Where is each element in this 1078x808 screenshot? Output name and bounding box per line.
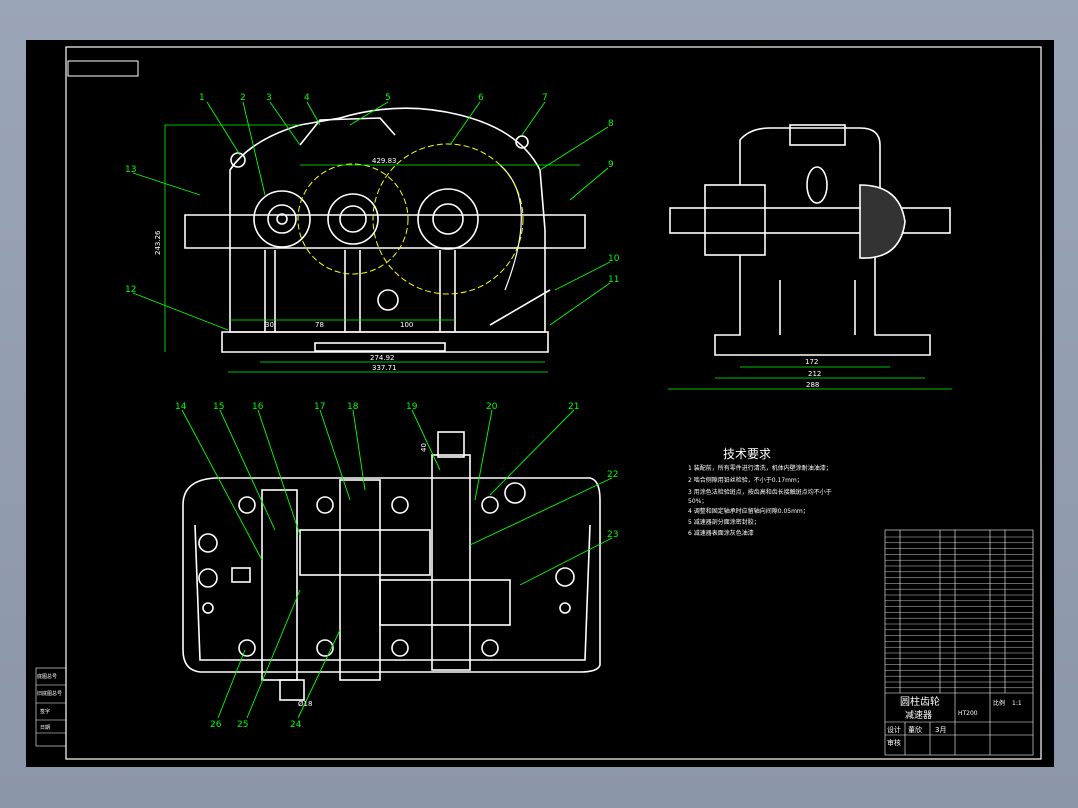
left-stamp-box	[35, 667, 67, 747]
dim-100: 100	[400, 321, 413, 329]
tech-line: 3 用涂色法检验斑点，按齿高和齿长接触斑点均不小于	[688, 488, 832, 496]
balloon-11: 11	[608, 275, 619, 285]
title-scale-label: 比例	[993, 699, 1005, 707]
tech-line: 4 调整和固定轴承时应留轴向间隙0.05mm；	[688, 507, 809, 515]
balloon-3: 3	[266, 93, 272, 103]
dim-212: 212	[808, 370, 821, 378]
stamp-label: 底图总号	[37, 673, 57, 680]
dim-243: 243.26	[154, 230, 162, 255]
title-name2: 减速器	[905, 709, 932, 721]
balloon-9: 9	[608, 160, 614, 170]
pitch-circles	[297, 143, 524, 295]
title-month: 3月	[935, 726, 946, 734]
stamp-label: 签字	[40, 708, 50, 715]
title-block: 圆柱齿轮 减速器 设计 董欣 3月 审核 比例 1:1 HT200	[887, 695, 1022, 747]
dim-30: 30	[265, 321, 274, 329]
balloon-20: 20	[486, 402, 498, 412]
dimension-texts: 429.83 243.26 30 78 100 274.92 337.71 17…	[154, 157, 821, 708]
balloon-8: 8	[608, 119, 614, 129]
title-name1: 圆柱齿轮	[900, 695, 940, 708]
dim-337: 337.71	[372, 364, 397, 372]
balloon-17: 17	[314, 402, 325, 412]
balloon-12: 12	[125, 285, 136, 295]
dim-172: 172	[805, 358, 818, 366]
tech-line: 50%；	[688, 498, 707, 505]
front-view	[184, 107, 586, 353]
dim-40: 40	[420, 443, 428, 452]
balloon-15: 15	[213, 402, 224, 412]
title-designer: 董欣	[908, 725, 922, 734]
balloon-5: 5	[385, 93, 391, 103]
balloon-25: 25	[237, 720, 248, 730]
front-dim-lines	[164, 124, 580, 373]
dim-78: 78	[315, 321, 324, 329]
balloon-4: 4	[304, 93, 310, 103]
side-view	[669, 124, 951, 356]
parts-list	[884, 529, 1034, 756]
balloon-7: 7	[542, 93, 548, 103]
balloon-24: 24	[290, 720, 302, 730]
side-dim-lines	[668, 366, 952, 390]
leader-lines	[132, 101, 613, 719]
balloon-23: 23	[607, 530, 618, 540]
tech-line: 2 啮合侧隙用铅丝检验，不小于0.17mm；	[688, 476, 803, 484]
balloon-16: 16	[252, 402, 264, 412]
balloon-13: 13	[125, 165, 136, 175]
balloon-2: 2	[240, 93, 246, 103]
title-scale: 1:1	[1012, 700, 1022, 707]
title-review: 审核	[887, 738, 901, 747]
balloon-14: 14	[175, 402, 187, 412]
balloon-26: 26	[210, 720, 222, 730]
tech-line: 1 装配前，所有零件进行清洗，机体内壁涂耐油油漆；	[688, 464, 832, 472]
dim-288: 288	[806, 381, 819, 389]
tech-requirements: 技术要求 1 装配前，所有零件进行清洗，机体内壁涂耐油油漆； 2 啮合侧隙用铅丝…	[688, 447, 832, 537]
balloon-21: 21	[568, 402, 579, 412]
dim-d18: Ø18	[298, 700, 312, 708]
dim-274: 274.92	[370, 354, 395, 362]
title-design: 设计	[887, 725, 901, 734]
tech-title: 技术要求	[723, 447, 771, 461]
balloon-18: 18	[347, 402, 359, 412]
plan-view	[182, 431, 601, 701]
stamp-label: 日期	[40, 725, 50, 731]
balloon-19: 19	[406, 402, 418, 412]
balloon-6: 6	[478, 93, 484, 103]
balloon-22: 22	[607, 470, 618, 480]
title-material: HT200	[958, 710, 978, 717]
parts-list-rows	[885, 536, 1033, 688]
tech-line: 6 减速器表面涂灰色油漆	[688, 529, 754, 537]
balloon-10: 10	[608, 254, 620, 264]
stamp-label: 旧底图总号	[37, 690, 62, 697]
balloon-labels: 1 2 3 4 5 6 7 8 9 10 11 12 13 14 15 16 1…	[125, 93, 620, 730]
left-stamp-labels: 底图总号 旧底图总号 签字 日期	[37, 673, 62, 731]
tech-line: 5 减速器剖分面涂密封胶；	[688, 518, 760, 526]
dim-429: 429.83	[372, 157, 397, 165]
balloon-1: 1	[199, 93, 205, 103]
